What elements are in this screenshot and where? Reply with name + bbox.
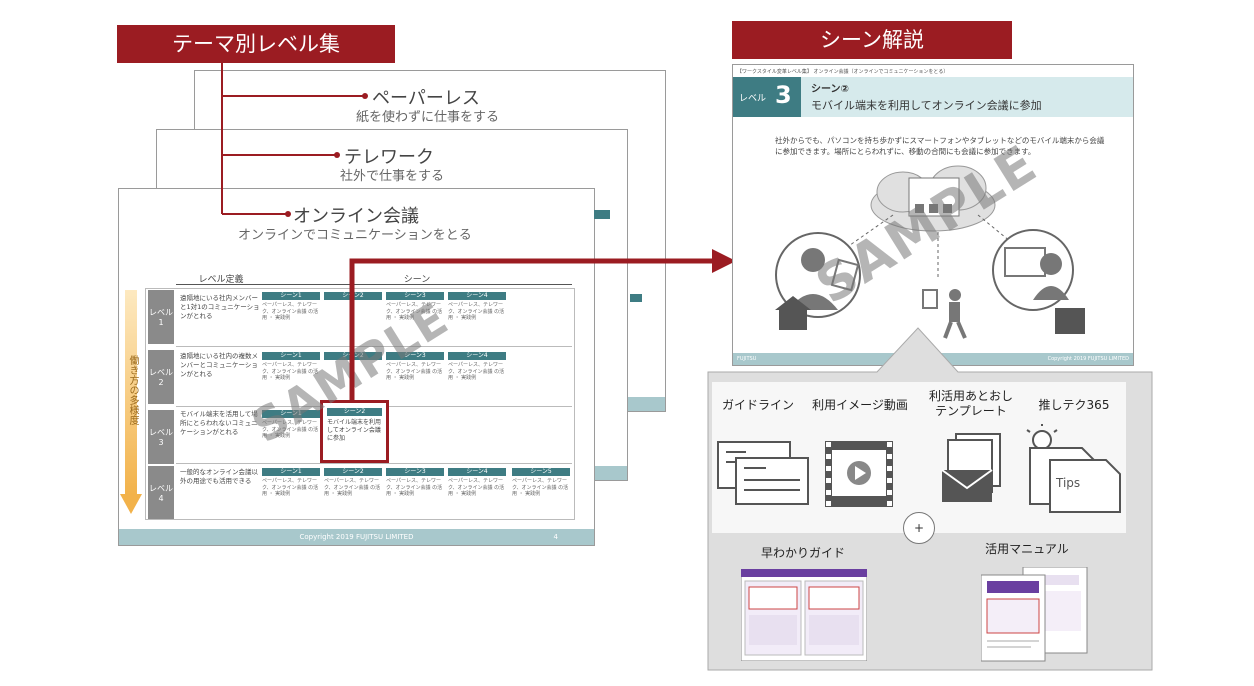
scene-text: ペーパーレス、テレワーク、オンライン会議 の活用 ・ 実践例 bbox=[262, 362, 319, 381]
quick-guide-label: 早わかりガイド bbox=[760, 546, 845, 560]
theme-title-telework: テレワーク bbox=[344, 147, 434, 168]
scene-chip[interactable]: シーン1 bbox=[262, 410, 320, 418]
theme-subtitle-telework: 社外で仕事をする bbox=[340, 169, 445, 184]
scene-chip: シーン2 bbox=[327, 408, 382, 416]
diversity-arrow bbox=[120, 290, 142, 514]
scene-level-label: レベル bbox=[739, 94, 767, 104]
level-definition-header: レベル定義 bbox=[198, 275, 244, 285]
scene-chip[interactable]: シーン4 bbox=[448, 468, 506, 476]
slide-page-number: 4 bbox=[553, 533, 558, 541]
scene-level-number: 3 bbox=[775, 81, 792, 109]
video-icon[interactable] bbox=[824, 440, 894, 508]
scene-text: ペーパーレス、テレワーク、オンライン会議 の活用 ・ 実践例 bbox=[386, 362, 443, 381]
scene-chip[interactable]: シーン4 bbox=[448, 352, 506, 360]
scene-chip[interactable]: シーン5 bbox=[512, 468, 570, 476]
scene-chip[interactable]: シーン4 bbox=[448, 292, 506, 300]
scene-text: ペーパーレス、テレワーク、オンライン会議 の活用 ・ 実践例 bbox=[448, 362, 505, 381]
theme-title-online-meeting: オンライン会議 bbox=[293, 206, 419, 227]
scene-text: ペーパーレス、テレワーク、オンライン会議 の活用 ・ 実践例 bbox=[386, 478, 443, 497]
scene-chip[interactable]: シーン3 bbox=[386, 468, 444, 476]
row-separator bbox=[176, 346, 572, 347]
theme-subtitle-online-meeting: オンラインでコミュニケーションをとる bbox=[238, 228, 472, 243]
level-badge-2: レベル 2 bbox=[148, 350, 174, 404]
back-slide-chip bbox=[594, 210, 610, 219]
level-badge-1: レベル 1 bbox=[148, 290, 174, 344]
tips-label: Tips bbox=[1056, 476, 1081, 490]
theme-dot bbox=[285, 211, 291, 217]
scene-text: ペーパーレス、テレワーク、オンライン会議 の活用 ・ 実践例 bbox=[448, 478, 505, 497]
scene-title: モバイル端末を利用してオンライン会議に参加 bbox=[811, 99, 1042, 112]
level-definition-2: 遠隔地にいる社内の複数メンバーとコミュニケーションがとれる bbox=[180, 352, 258, 378]
scene-level-box: レベル 3 bbox=[733, 77, 801, 117]
level-badge-3: レベル 3 bbox=[148, 410, 174, 464]
back-slide-chip bbox=[630, 294, 642, 302]
diversity-label: 働き方の多様度 bbox=[127, 355, 138, 425]
theme-title-paperless: ペーパーレス bbox=[372, 88, 480, 109]
scene-chip[interactable]: シーン1 bbox=[262, 352, 320, 360]
level-badge-4: レベル 4 bbox=[148, 466, 174, 520]
manual-label: 活用マニュアル bbox=[985, 542, 1069, 556]
tool-label-oshitech: 推しテク365 bbox=[1038, 398, 1110, 412]
slide-online-meeting[interactable]: Copyright 2019 FUJITSU LIMITED 4 bbox=[118, 188, 595, 546]
header-line bbox=[176, 284, 266, 285]
level-definition-1: 遠隔地にいる社内メンバーと1対1のコミュニケーションがとれる bbox=[180, 294, 260, 320]
scene-text: ペーパーレス、テレワーク、オンライン会議 の活用 ・ 実践例 bbox=[512, 478, 569, 497]
scene-footer-left: FUJITSU bbox=[737, 356, 757, 362]
scene-text: ペーパーレス、テレワーク、オンライン会議 の活用 ・ 実践例 bbox=[262, 478, 319, 497]
slide-footer-bar: Copyright 2019 FUJITSU LIMITED 4 bbox=[119, 529, 594, 545]
tool-label-usage-video: 利用イメージ動画 bbox=[812, 398, 908, 412]
theme-dot bbox=[334, 152, 340, 158]
row-separator bbox=[176, 463, 572, 464]
scene-chip[interactable]: シーン1 bbox=[262, 292, 320, 300]
theme-level-banner: テーマ別レベル集 bbox=[117, 25, 395, 63]
tool-label-template: 利活用あとおし テンプレート bbox=[928, 389, 1013, 418]
quick-guide-thumbnail[interactable] bbox=[741, 569, 867, 661]
scene-chip[interactable]: シーン3 bbox=[386, 352, 444, 360]
theme-subtitle-paperless: 紙を使わずに仕事をする bbox=[356, 110, 500, 125]
scene-chip[interactable]: シーン2 bbox=[324, 468, 382, 476]
scene-label: シーン② bbox=[811, 84, 849, 95]
scene-text: ペーパーレス、テレワーク、オンライン会議 の活用 ・ 実践例 bbox=[324, 478, 381, 497]
highlighted-scene-text: モバイル端末を利用してオンライン会議に参加 bbox=[327, 419, 382, 442]
template-icon[interactable] bbox=[940, 432, 1006, 504]
manual-thumbnail[interactable] bbox=[981, 567, 1091, 663]
slide-copyright: Copyright 2019 FUJITSU LIMITED bbox=[299, 533, 414, 541]
level-definition-4: 一般的なオンライン会議以外の用途でも活用できる bbox=[180, 468, 258, 485]
scene-body: 社外からでも、パソコンを持ち歩かずにスマートフォンやタブレットなどのモバイル端末… bbox=[775, 136, 1105, 156]
scene-chip[interactable]: シーン1 bbox=[262, 468, 320, 476]
header-line bbox=[262, 284, 572, 285]
scene-breadcrumb: 【ワークスタイル変革レベル集】 オンライン会議（オンラインでコミュニケーションを… bbox=[737, 69, 949, 75]
scene-footer-right: Copyright 2019 FUJITSU LIMITED bbox=[1047, 356, 1129, 362]
scene-text: ペーパーレス、テレワーク、オンライン会議 の活用 ・ 実践例 bbox=[448, 302, 505, 321]
scene-text: ペーパーレス、テレワーク、オンライン会議 の活用 ・ 実践例 bbox=[262, 420, 319, 439]
selection-frame bbox=[145, 288, 575, 520]
tool-label-guideline: ガイドライン bbox=[721, 398, 794, 412]
tips-icon[interactable] bbox=[1024, 424, 1126, 514]
scene-explanation-banner: シーン解説 bbox=[732, 21, 1012, 59]
scene-text: ペーパーレス、テレワーク、オンライン会議 の活用 ・ 実践例 bbox=[262, 302, 319, 321]
guideline-icon[interactable] bbox=[716, 440, 812, 510]
scene-header: シーン bbox=[403, 275, 431, 285]
scene-text: ペーパーレス、テレワーク、オンライン会議 の活用 ・ 実践例 bbox=[386, 302, 443, 321]
theme-dot bbox=[362, 93, 368, 99]
highlighted-scene[interactable]: シーン2 モバイル端末を利用してオンライン会議に参加 bbox=[320, 400, 389, 463]
scene-illustration bbox=[775, 165, 1085, 339]
scene-slide[interactable]: 【ワークスタイル変革レベル集】 オンライン会議（オンラインでコミュニケーションを… bbox=[732, 64, 1134, 366]
plus-icon: + bbox=[903, 512, 935, 544]
level-definition-3: モバイル端末を活用して場所にとらわれないコミュニケーションがとれる bbox=[180, 410, 258, 436]
scene-chip[interactable]: シーン3 bbox=[386, 292, 444, 300]
